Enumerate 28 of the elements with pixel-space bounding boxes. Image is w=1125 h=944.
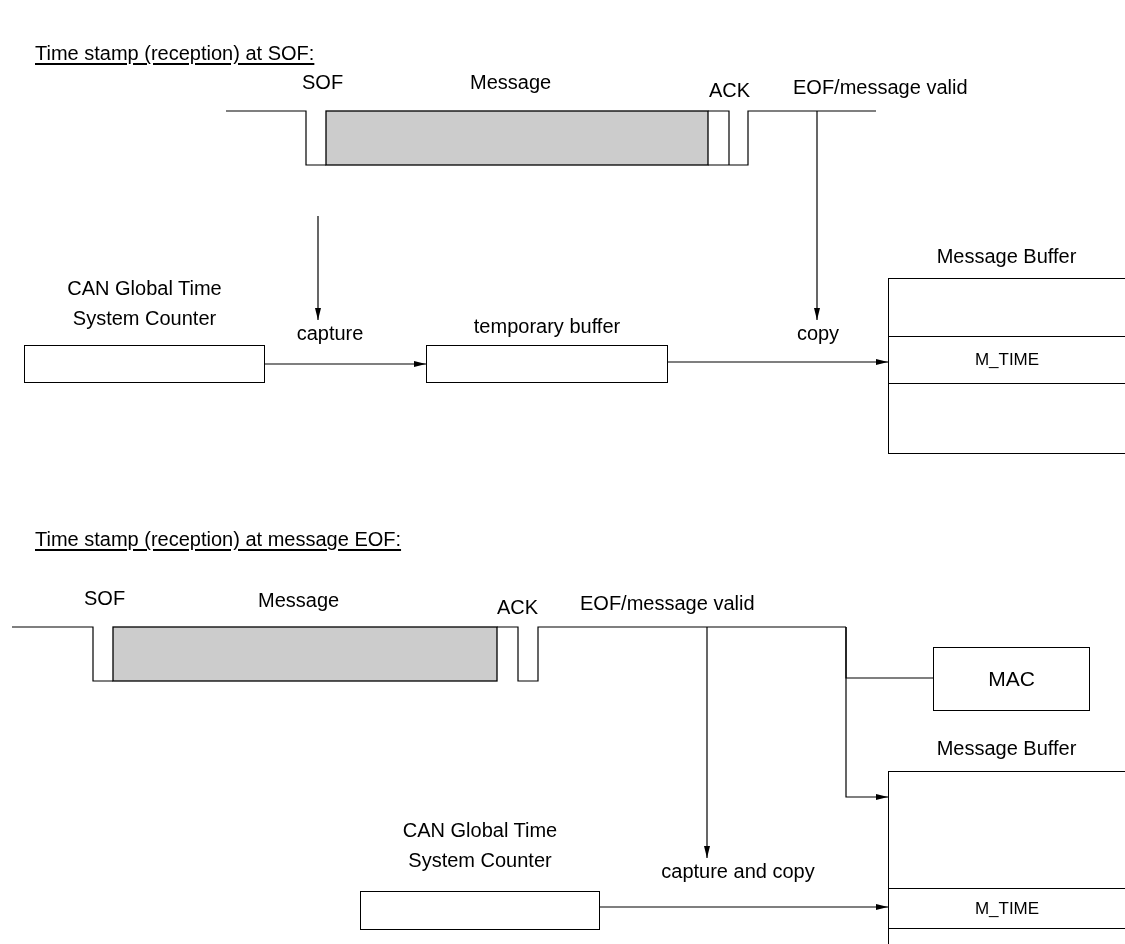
register-field: M_TIME bbox=[889, 336, 1125, 384]
box-heading: Message Buffer bbox=[936, 244, 1077, 269]
box-heading: temporary buffer bbox=[473, 314, 621, 339]
arrow bbox=[315, 215, 321, 321]
arrow bbox=[264, 361, 427, 367]
arrow bbox=[704, 626, 710, 859]
register-field: M_TIME bbox=[889, 888, 1125, 929]
box-heading: CAN Global Time System Counter bbox=[66, 276, 223, 331]
signal-label: EOF/message valid bbox=[793, 75, 968, 99]
arrow bbox=[814, 110, 820, 321]
signal-label: SOF bbox=[302, 70, 344, 94]
flow-label: capture bbox=[296, 320, 364, 346]
arrow bbox=[667, 359, 889, 365]
flow-label: copy bbox=[794, 320, 842, 346]
arrow bbox=[599, 904, 889, 910]
box-heading: Message Buffer bbox=[936, 736, 1077, 761]
arrow bbox=[845, 626, 889, 800]
signal-label: Message bbox=[470, 70, 552, 94]
box-heading: CAN Global Time System Counter bbox=[401, 818, 559, 873]
signal-label: EOF/message valid bbox=[580, 591, 755, 615]
process-box: MAC bbox=[933, 647, 1090, 711]
signal-label: Message bbox=[258, 588, 340, 612]
signal-label: ACK bbox=[709, 78, 751, 102]
signal-label: ACK bbox=[497, 595, 539, 619]
section-heading: Time stamp (reception) at SOF: bbox=[35, 41, 315, 65]
flow-label: capture and copy bbox=[636, 858, 840, 884]
section-heading: Time stamp (reception) at message EOF: bbox=[35, 527, 402, 551]
signal-label: SOF bbox=[84, 586, 126, 610]
